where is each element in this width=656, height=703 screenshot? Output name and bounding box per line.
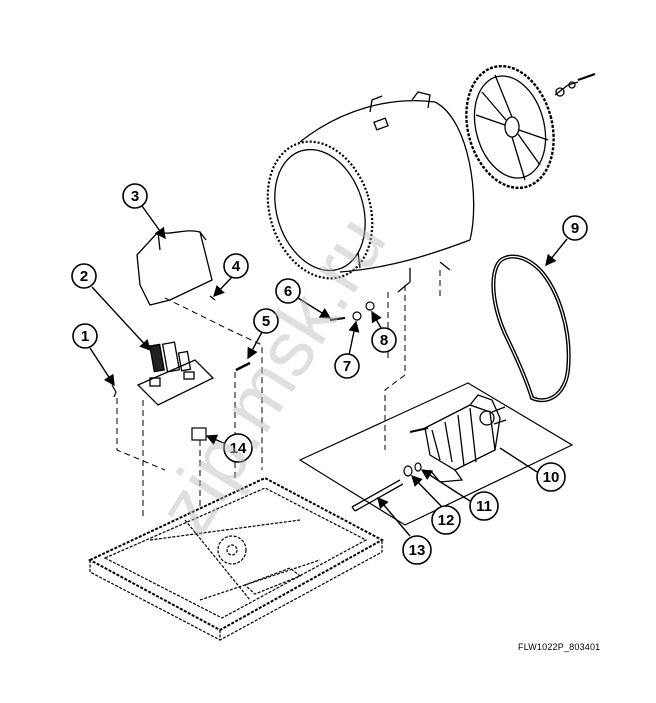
motor: [409, 394, 507, 483]
washers: [403, 462, 422, 477]
belt: [491, 254, 571, 403]
callout-13-number: 13: [409, 542, 426, 559]
callout-9-number: 9: [571, 220, 579, 237]
callout-11-number: 11: [476, 498, 492, 515]
base-frame: [87, 476, 385, 642]
callout-13: 13: [377, 496, 432, 565]
drum-pulley: [465, 64, 596, 190]
callout-6-number: 6: [284, 283, 292, 300]
callout-8: 8: [371, 310, 397, 353]
callout-14-number: 14: [230, 440, 247, 457]
callout-2: 2: [71, 263, 151, 352]
callout-5-number: 5: [262, 313, 270, 330]
motor-tray: [298, 382, 574, 526]
shaft: [351, 479, 404, 512]
callout-6: 6: [275, 278, 332, 319]
cover-panel: [136, 230, 213, 306]
callout-7-number: 7: [343, 358, 351, 375]
callout-14: 14: [205, 433, 253, 463]
small-parts: [111, 295, 375, 441]
callout-12-number: 12: [438, 512, 455, 529]
reference-code: FLW1022P_803401: [518, 642, 601, 652]
callout-1: 1: [72, 323, 115, 387]
callouts: 1 2 3 4 5 6 7: [71, 183, 588, 565]
callout-7: 7: [334, 320, 360, 379]
callout-3: 3: [122, 183, 166, 240]
callout-8-number: 8: [380, 332, 388, 349]
callout-3-number: 3: [131, 188, 139, 205]
callout-9: 9: [545, 215, 588, 267]
callout-4: 4: [213, 253, 249, 298]
callout-10-number: 10: [543, 469, 560, 486]
callout-4-number: 4: [232, 258, 241, 275]
callout-2-number: 2: [80, 268, 88, 285]
callout-1-number: 1: [81, 328, 89, 345]
control-board: [136, 341, 215, 406]
drum: [266, 91, 475, 293]
callout-5: 5: [247, 308, 279, 360]
callout-12: 12: [411, 474, 461, 535]
callout-11: 11: [420, 469, 499, 521]
callout-10: 10: [499, 447, 566, 492]
